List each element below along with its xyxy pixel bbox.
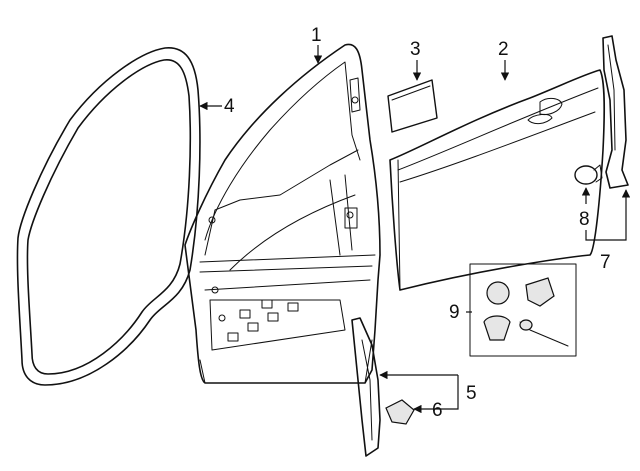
round-cap-fastener [486,281,510,305]
callout-3: 3 [410,39,421,60]
door-shell-part[interactable] [184,43,381,384]
callout-2: 2 [498,39,509,60]
callout-9: 9 [449,302,460,323]
callout-1: 1 [311,25,322,46]
callout-6: 6 [432,400,443,421]
callout-7: 7 [600,252,611,273]
callout-8: 8 [579,209,590,230]
small-clip-part[interactable] [385,399,415,425]
clip-part[interactable] [574,164,603,185]
push-pin-fastener [483,315,511,341]
outer-door-panel-part[interactable] [389,69,606,291]
pillar-trim-part[interactable] [602,35,629,189]
fastener-kit-box[interactable] [469,263,577,357]
door-glass-part[interactable] [387,79,438,133]
callout-4: 4 [224,96,235,117]
lower-pillar-trim-part[interactable] [351,317,381,457]
leader-lines [199,45,631,414]
square-clip-fastener [525,277,555,307]
callout-5: 5 [466,383,477,404]
weatherstrip-seal-part[interactable] [16,47,201,386]
